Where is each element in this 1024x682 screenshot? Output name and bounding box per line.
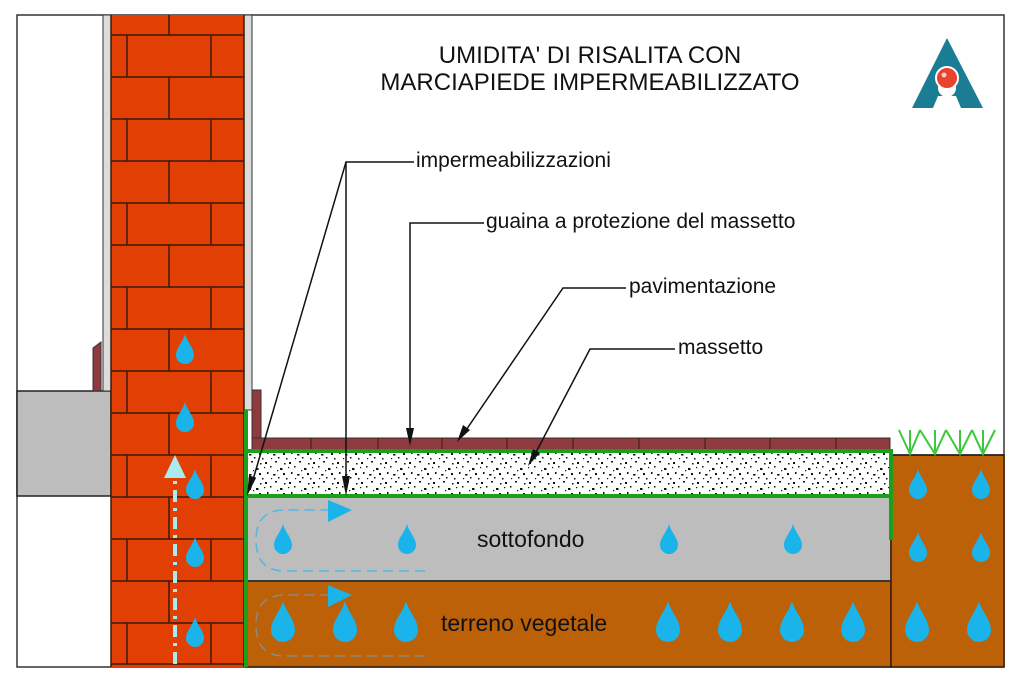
layer-label-terreno: terreno vegetale: [441, 610, 608, 636]
grass: [898, 429, 996, 457]
callout-impermeabilizzazioni: impermeabilizzazioni: [416, 149, 611, 172]
interior-skirting: [92, 341, 102, 392]
moisture-flow-loops: [255, 509, 425, 657]
flow-arrowhead: [328, 500, 352, 522]
waterproofing-membrane: [244, 410, 893, 667]
paving-layer: [251, 437, 891, 451]
title-line-1: UMIDITA' DI RISALITA CON: [438, 42, 742, 69]
callout-guaina: guaina a protezione del massetto: [486, 210, 796, 233]
callout-massetto: massetto: [678, 336, 764, 359]
page-title: UMIDITA' DI RISALITA CON MARCIAPIEDE IMP…: [340, 42, 840, 96]
callout-leaders: [249, 161, 675, 491]
callout-pavimentazione: pavimentazione: [629, 275, 777, 298]
callout-arrowheads: [247, 425, 540, 496]
a-logo-icon: [912, 38, 983, 108]
flow-arrowhead: [328, 585, 352, 607]
exterior-plaster: [243, 14, 253, 411]
screed-layer: [246, 451, 891, 496]
layer-label-sottofondo: sottofondo: [477, 526, 585, 552]
interior-plaster: [102, 14, 112, 392]
brick-wall: [110, 15, 245, 667]
rising-damp-arrow: [164, 455, 186, 664]
sottofondo-layer: [245, 496, 892, 582]
title-line-2: MARCIAPIEDE IMPERMEABILIZZATO: [380, 69, 800, 96]
interior-floor-slab: [16, 390, 112, 497]
exterior-skirting: [251, 389, 262, 439]
